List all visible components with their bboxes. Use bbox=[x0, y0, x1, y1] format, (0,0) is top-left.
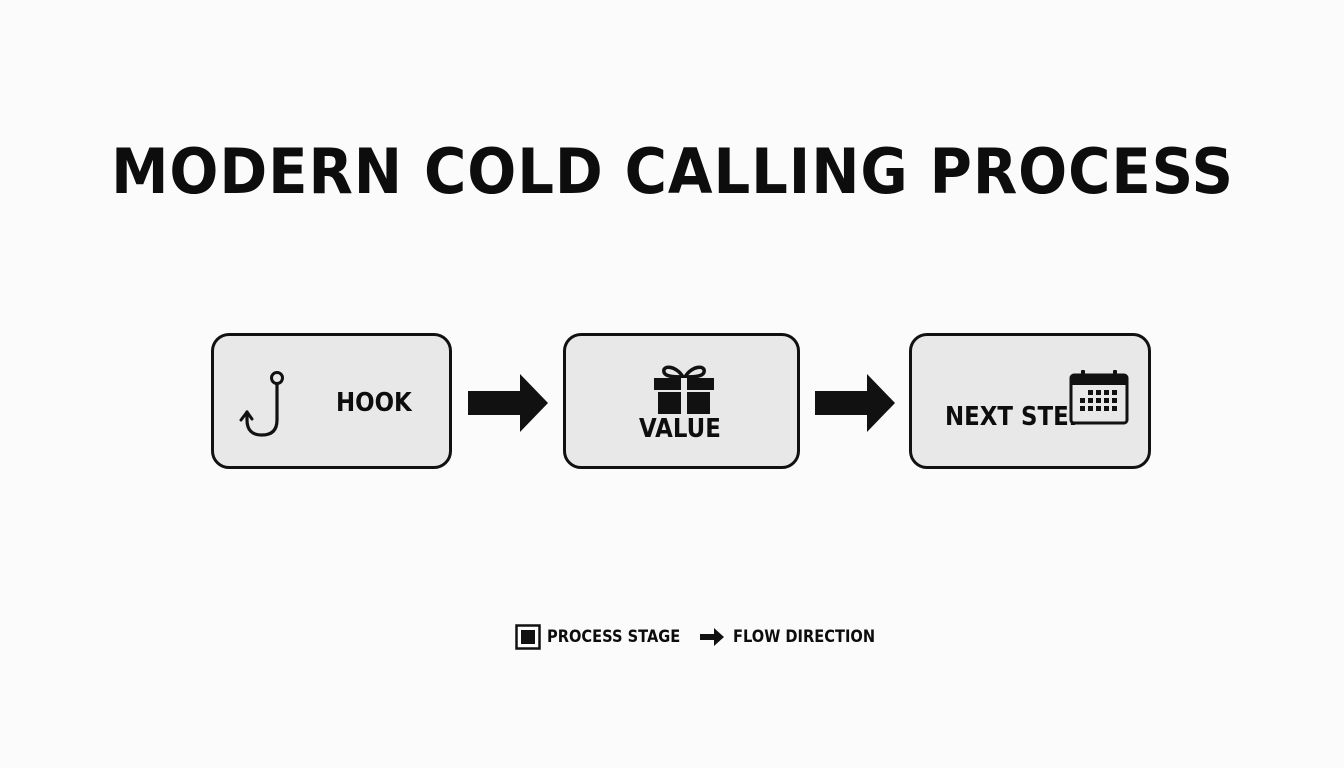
legend-item-flow-direction: FLOW DIRECTION bbox=[700, 624, 898, 650]
stage-label-next-step: NEXT STEP bbox=[945, 402, 1086, 432]
right-arrow-icon bbox=[468, 374, 548, 432]
legend-label-flow-direction: FLOW DIRECTION bbox=[733, 627, 876, 647]
stage-hook-box: HOOK bbox=[211, 333, 452, 469]
process-stage-legend-icon bbox=[515, 624, 541, 650]
flow-direction-legend-icon bbox=[700, 628, 724, 646]
fishing-hook-icon bbox=[239, 371, 284, 437]
diagram-title: MODERN COLD CALLING PROCESS bbox=[111, 135, 1235, 208]
stage-next-step-box: NEXT STEP bbox=[909, 333, 1151, 469]
stage-value-box: VALUE bbox=[563, 333, 800, 469]
stage-label-value: VALUE bbox=[639, 414, 721, 444]
calendar-icon bbox=[1069, 370, 1129, 425]
legend-label-process-stage: PROCESS STAGE bbox=[547, 627, 681, 647]
right-arrow-icon bbox=[815, 374, 895, 432]
legend-item-process-stage: PROCESS STAGE bbox=[515, 624, 702, 650]
gift-icon bbox=[654, 365, 714, 415]
stage-label-hook: HOOK bbox=[336, 388, 412, 418]
